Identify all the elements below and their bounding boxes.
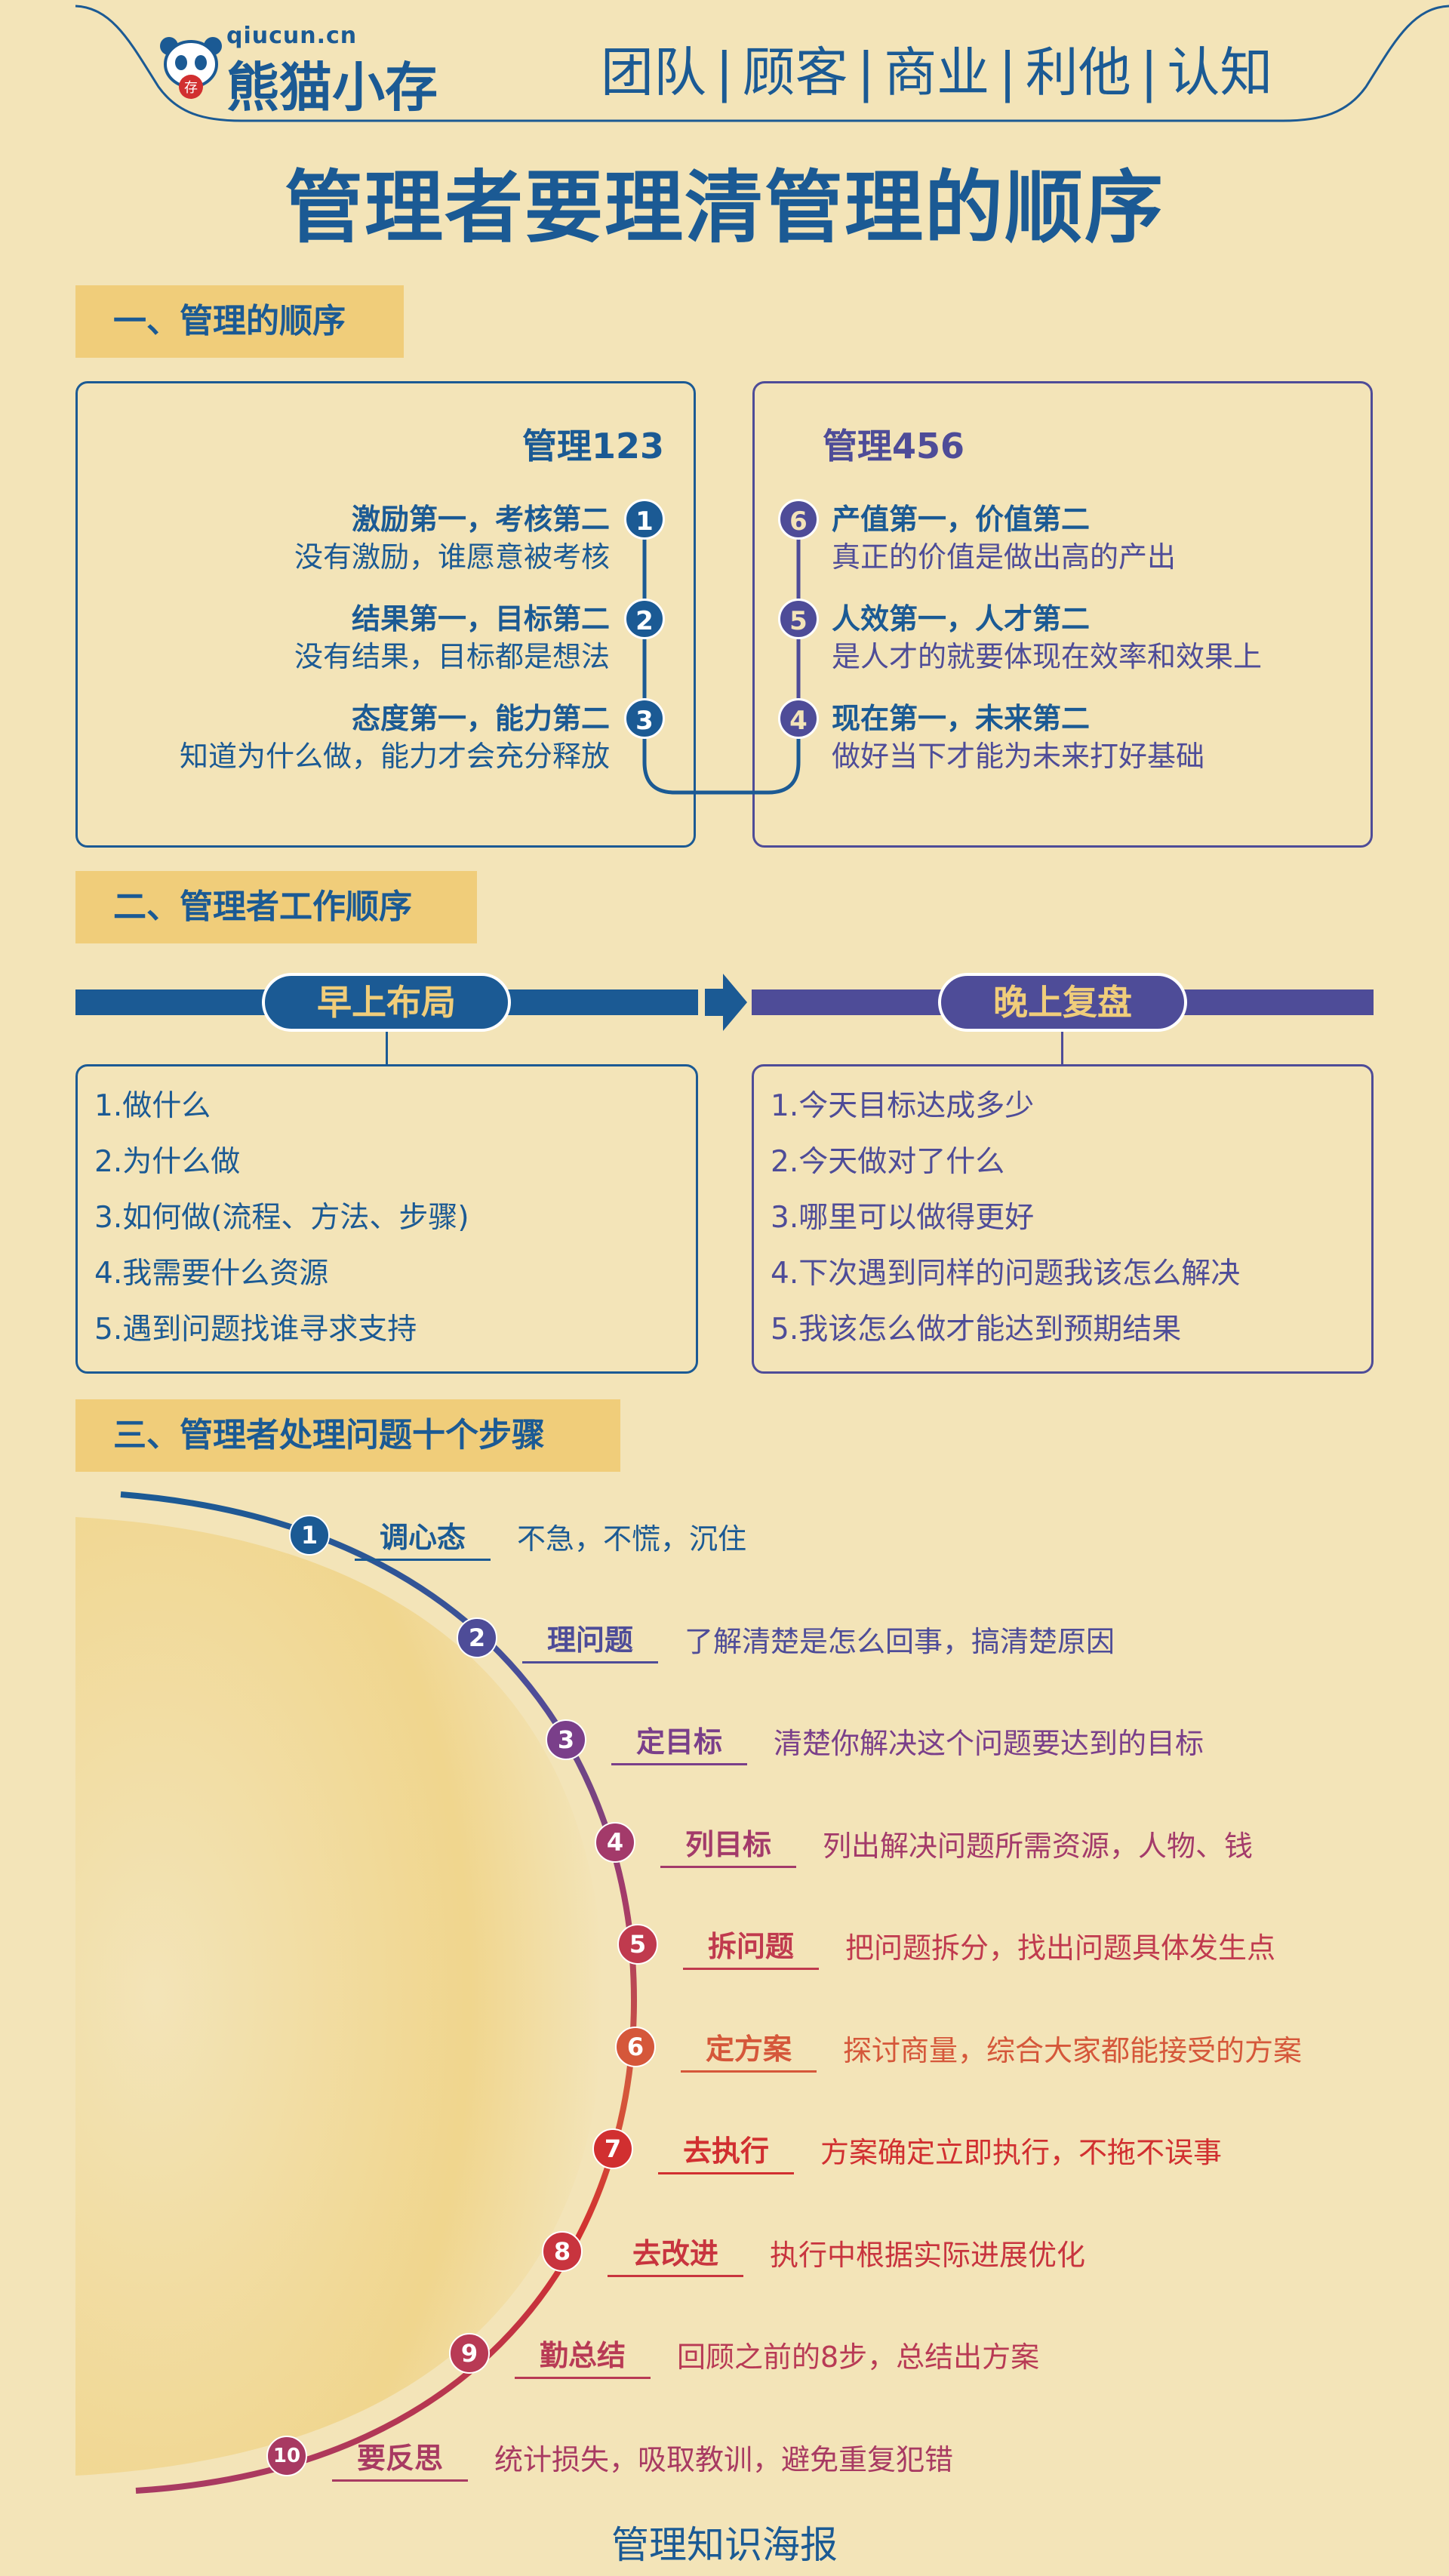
evening-pill: 晚上复盘 <box>938 973 1187 1032</box>
list-item: 4.下次遇到同样的问题我该怎么解决 <box>771 1257 1241 1291</box>
step-number-badge: 4 <box>595 1821 635 1863</box>
order-item: 态度第一，能力第二 知道为什么做，能力才会充分释放 <box>180 700 610 775</box>
order-item: 现在第一，未来第二 做好当下才能为未来打好基础 <box>832 700 1204 775</box>
section-label-work-order: 二、管理者工作顺序 <box>75 871 477 943</box>
step-keyword: 列目标 <box>660 1821 796 1868</box>
list-item: 5.遇到问题找谁寻求支持 <box>94 1313 417 1346</box>
order-item-desc: 真正的价值是做出高的产出 <box>832 540 1177 574</box>
nav-item-team[interactable]: 团队 <box>601 42 706 103</box>
nav-item-business[interactable]: 商业 <box>884 42 990 103</box>
section-label-order: 一、管理的顺序 <box>75 285 404 358</box>
nav-item-customer[interactable]: 顾客 <box>742 42 848 103</box>
step-keyword: 去改进 <box>608 2230 743 2277</box>
arc-decoration <box>75 1491 638 2494</box>
list-item: 1.今天目标达成多少 <box>771 1089 1035 1123</box>
number-badge: 5 <box>778 599 819 639</box>
order-item-title: 激励第一，考核第二 <box>351 503 610 536</box>
step-description: 方案确定立即执行，不拖不误事 <box>820 2136 1223 2169</box>
step-number-badge: 1 <box>289 1515 330 1556</box>
nav-separator: | <box>857 42 875 103</box>
step-number-badge: 9 <box>449 2333 490 2374</box>
order-item: 人效第一，人才第二 是人才的就要体现在效率和效果上 <box>832 600 1262 676</box>
logo-name: 熊猫小存 <box>226 57 438 118</box>
number-badge: 4 <box>778 698 819 739</box>
step-number-badge: 3 <box>546 1719 586 1760</box>
order-item-desc: 知道为什么做，能力才会充分释放 <box>179 740 610 773</box>
order-item-desc: 没有激励，谁愿意被考核 <box>294 540 610 574</box>
order-item-title: 现在第一，未来第二 <box>832 702 1091 735</box>
step-description: 探讨商量，综合大家都能接受的方案 <box>843 2033 1303 2067</box>
nav-separator: | <box>1140 42 1158 103</box>
step-number-badge: 5 <box>617 1924 658 1965</box>
number-badge: 2 <box>624 599 665 639</box>
step-description: 了解清楚是怎么回事，搞清楚原因 <box>685 1624 1115 1658</box>
order-item-desc: 是人才的就要体现在效率和效果上 <box>832 640 1263 673</box>
list-item: 5.我该怎么做才能达到预期结果 <box>771 1313 1182 1346</box>
step-number-badge: 10 <box>266 2435 307 2476</box>
order-item-title: 人效第一，人才第二 <box>832 602 1091 636</box>
step-keyword: 勤总结 <box>515 2332 651 2379</box>
logo-badge: 存 <box>184 80 198 96</box>
order-item-desc: 没有结果，目标都是想法 <box>294 640 610 673</box>
page-title: 管理者要理清管理的顺序 <box>284 162 1164 254</box>
arrow-right-icon <box>705 974 747 1031</box>
footer-title: 管理知识海报 <box>611 2523 838 2567</box>
logo-url: qiucun.cn <box>226 23 358 49</box>
step-number-badge: 6 <box>615 2026 656 2067</box>
box-management-123 <box>75 381 696 848</box>
order-item-title: 态度第一，能力第二 <box>351 702 610 735</box>
list-item: 1.做什么 <box>94 1089 211 1123</box>
step-keyword: 拆问题 <box>683 1923 819 1970</box>
number-badge: 6 <box>778 499 819 540</box>
connector-stem <box>1061 1032 1063 1066</box>
heading-management-123: 管理123 <box>521 426 664 466</box>
step-description: 执行中根据实际进展优化 <box>770 2238 1086 2272</box>
step-number-badge: 7 <box>592 2128 633 2169</box>
list-item: 2.为什么做 <box>94 1145 241 1179</box>
header-frame <box>75 5 1449 122</box>
morning-list: 1.做什么 2.为什么做 3.如何做(流程、方法、步骤) 4.我需要什么资源 5… <box>78 1066 696 1358</box>
nav-separator: | <box>998 42 1017 103</box>
nav-item-altruism[interactable]: 利他 <box>1025 42 1131 103</box>
panda-icon: 存 <box>160 37 222 99</box>
step-description: 统计损失，吸取教训，避免重复犯错 <box>494 2442 954 2476</box>
list-item: 2.今天做对了什么 <box>771 1145 1005 1179</box>
nav-item-cognition[interactable]: 认知 <box>1167 42 1273 103</box>
step-description: 列出解决问题所需资源，人物、钱 <box>823 1829 1254 1863</box>
order-item: 激励第一，考核第二 没有激励，谁愿意被考核 <box>294 500 610 576</box>
number-badge: 1 <box>624 499 665 540</box>
heading-management-456: 管理456 <box>823 426 965 466</box>
step-number-badge: 2 <box>457 1617 497 1658</box>
step-keyword: 定方案 <box>681 2026 817 2073</box>
step-number-badge: 8 <box>542 2230 583 2272</box>
list-item: 4.我需要什么资源 <box>94 1257 329 1291</box>
connector-stem <box>386 1032 388 1066</box>
section-label-ten-steps: 三、管理者处理问题十个步骤 <box>75 1399 620 1472</box>
nav-separator: | <box>715 42 734 103</box>
step-keyword: 要反思 <box>332 2435 468 2482</box>
order-item-title: 产值第一，价值第二 <box>832 503 1091 536</box>
step-keyword: 去执行 <box>658 2128 794 2174</box>
step-description: 清楚你解决这个问题要达到的目标 <box>774 1727 1204 1760</box>
header-nav: 团队|顾客|商业|利他|认知 <box>596 30 1277 106</box>
step-description: 回顾之前的8步，总结出方案 <box>677 2341 1040 2374</box>
step-keyword: 定目标 <box>611 1719 747 1765</box>
step-description: 不急，不慌，沉住 <box>517 1522 747 1556</box>
evening-list: 1.今天目标达成多少 2.今天做对了什么 3.哪里可以做得更好 4.下次遇到同样… <box>754 1066 1371 1358</box>
evening-list-box: 1.今天目标达成多少 2.今天做对了什么 3.哪里可以做得更好 4.下次遇到同样… <box>752 1064 1374 1374</box>
number-badge: 3 <box>624 698 665 739</box>
step-keyword: 理问题 <box>522 1617 658 1663</box>
step-keyword: 调心态 <box>355 1514 491 1561</box>
brand-logo: 存 qiucun.cn 熊猫小存 <box>158 23 475 118</box>
morning-list-box: 1.做什么 2.为什么做 3.如何做(流程、方法、步骤) 4.我需要什么资源 5… <box>75 1064 698 1374</box>
box-management-456 <box>752 381 1373 848</box>
order-item-desc: 做好当下才能为未来打好基础 <box>832 740 1205 773</box>
list-item: 3.哪里可以做得更好 <box>771 1201 1035 1235</box>
list-item: 3.如何做(流程、方法、步骤) <box>94 1201 469 1235</box>
order-item: 结果第一，目标第二 没有结果，目标都是想法 <box>294 600 610 676</box>
step-description: 把问题拆分，找出问题具体发生点 <box>845 1931 1276 1965</box>
order-item-title: 结果第一，目标第二 <box>351 602 610 636</box>
order-item: 产值第一，价值第二 真正的价值是做出高的产出 <box>832 500 1176 576</box>
morning-pill: 早上布局 <box>262 973 511 1032</box>
